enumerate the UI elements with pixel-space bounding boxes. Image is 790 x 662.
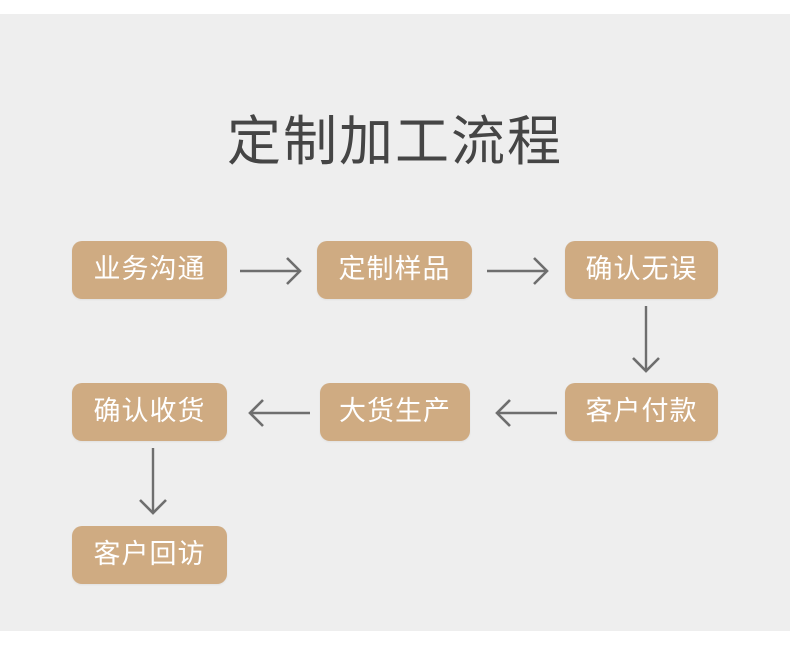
flow-node-customer-payment[interactable]: 客户付款: [565, 383, 718, 441]
flow-node-custom-sample[interactable]: 定制样品: [317, 241, 472, 299]
page-title: 定制加工流程: [227, 110, 563, 173]
flow-node-bulk-production[interactable]: 大货生产: [320, 383, 470, 441]
flow-node-customer-followup[interactable]: 客户回访: [72, 526, 227, 584]
arrow-left-icon-1: [487, 394, 557, 432]
arrow-down-icon-1: [627, 306, 665, 378]
arrow-right-icon-1: [240, 252, 306, 290]
arrow-right-icon-2: [487, 252, 553, 290]
flow-node-confirm-correct[interactable]: 确认无误: [565, 241, 718, 299]
arrow-down-icon-2: [134, 448, 172, 520]
flow-node-business-communication[interactable]: 业务沟通: [72, 241, 227, 299]
flowchart-canvas: 定制加工流程 业务沟通 定制样品 确认无误 客户付款 大货生产 确认收货 客户回…: [0, 14, 790, 631]
arrow-left-icon-2: [240, 394, 310, 432]
flow-node-confirm-receipt[interactable]: 确认收货: [72, 383, 227, 441]
